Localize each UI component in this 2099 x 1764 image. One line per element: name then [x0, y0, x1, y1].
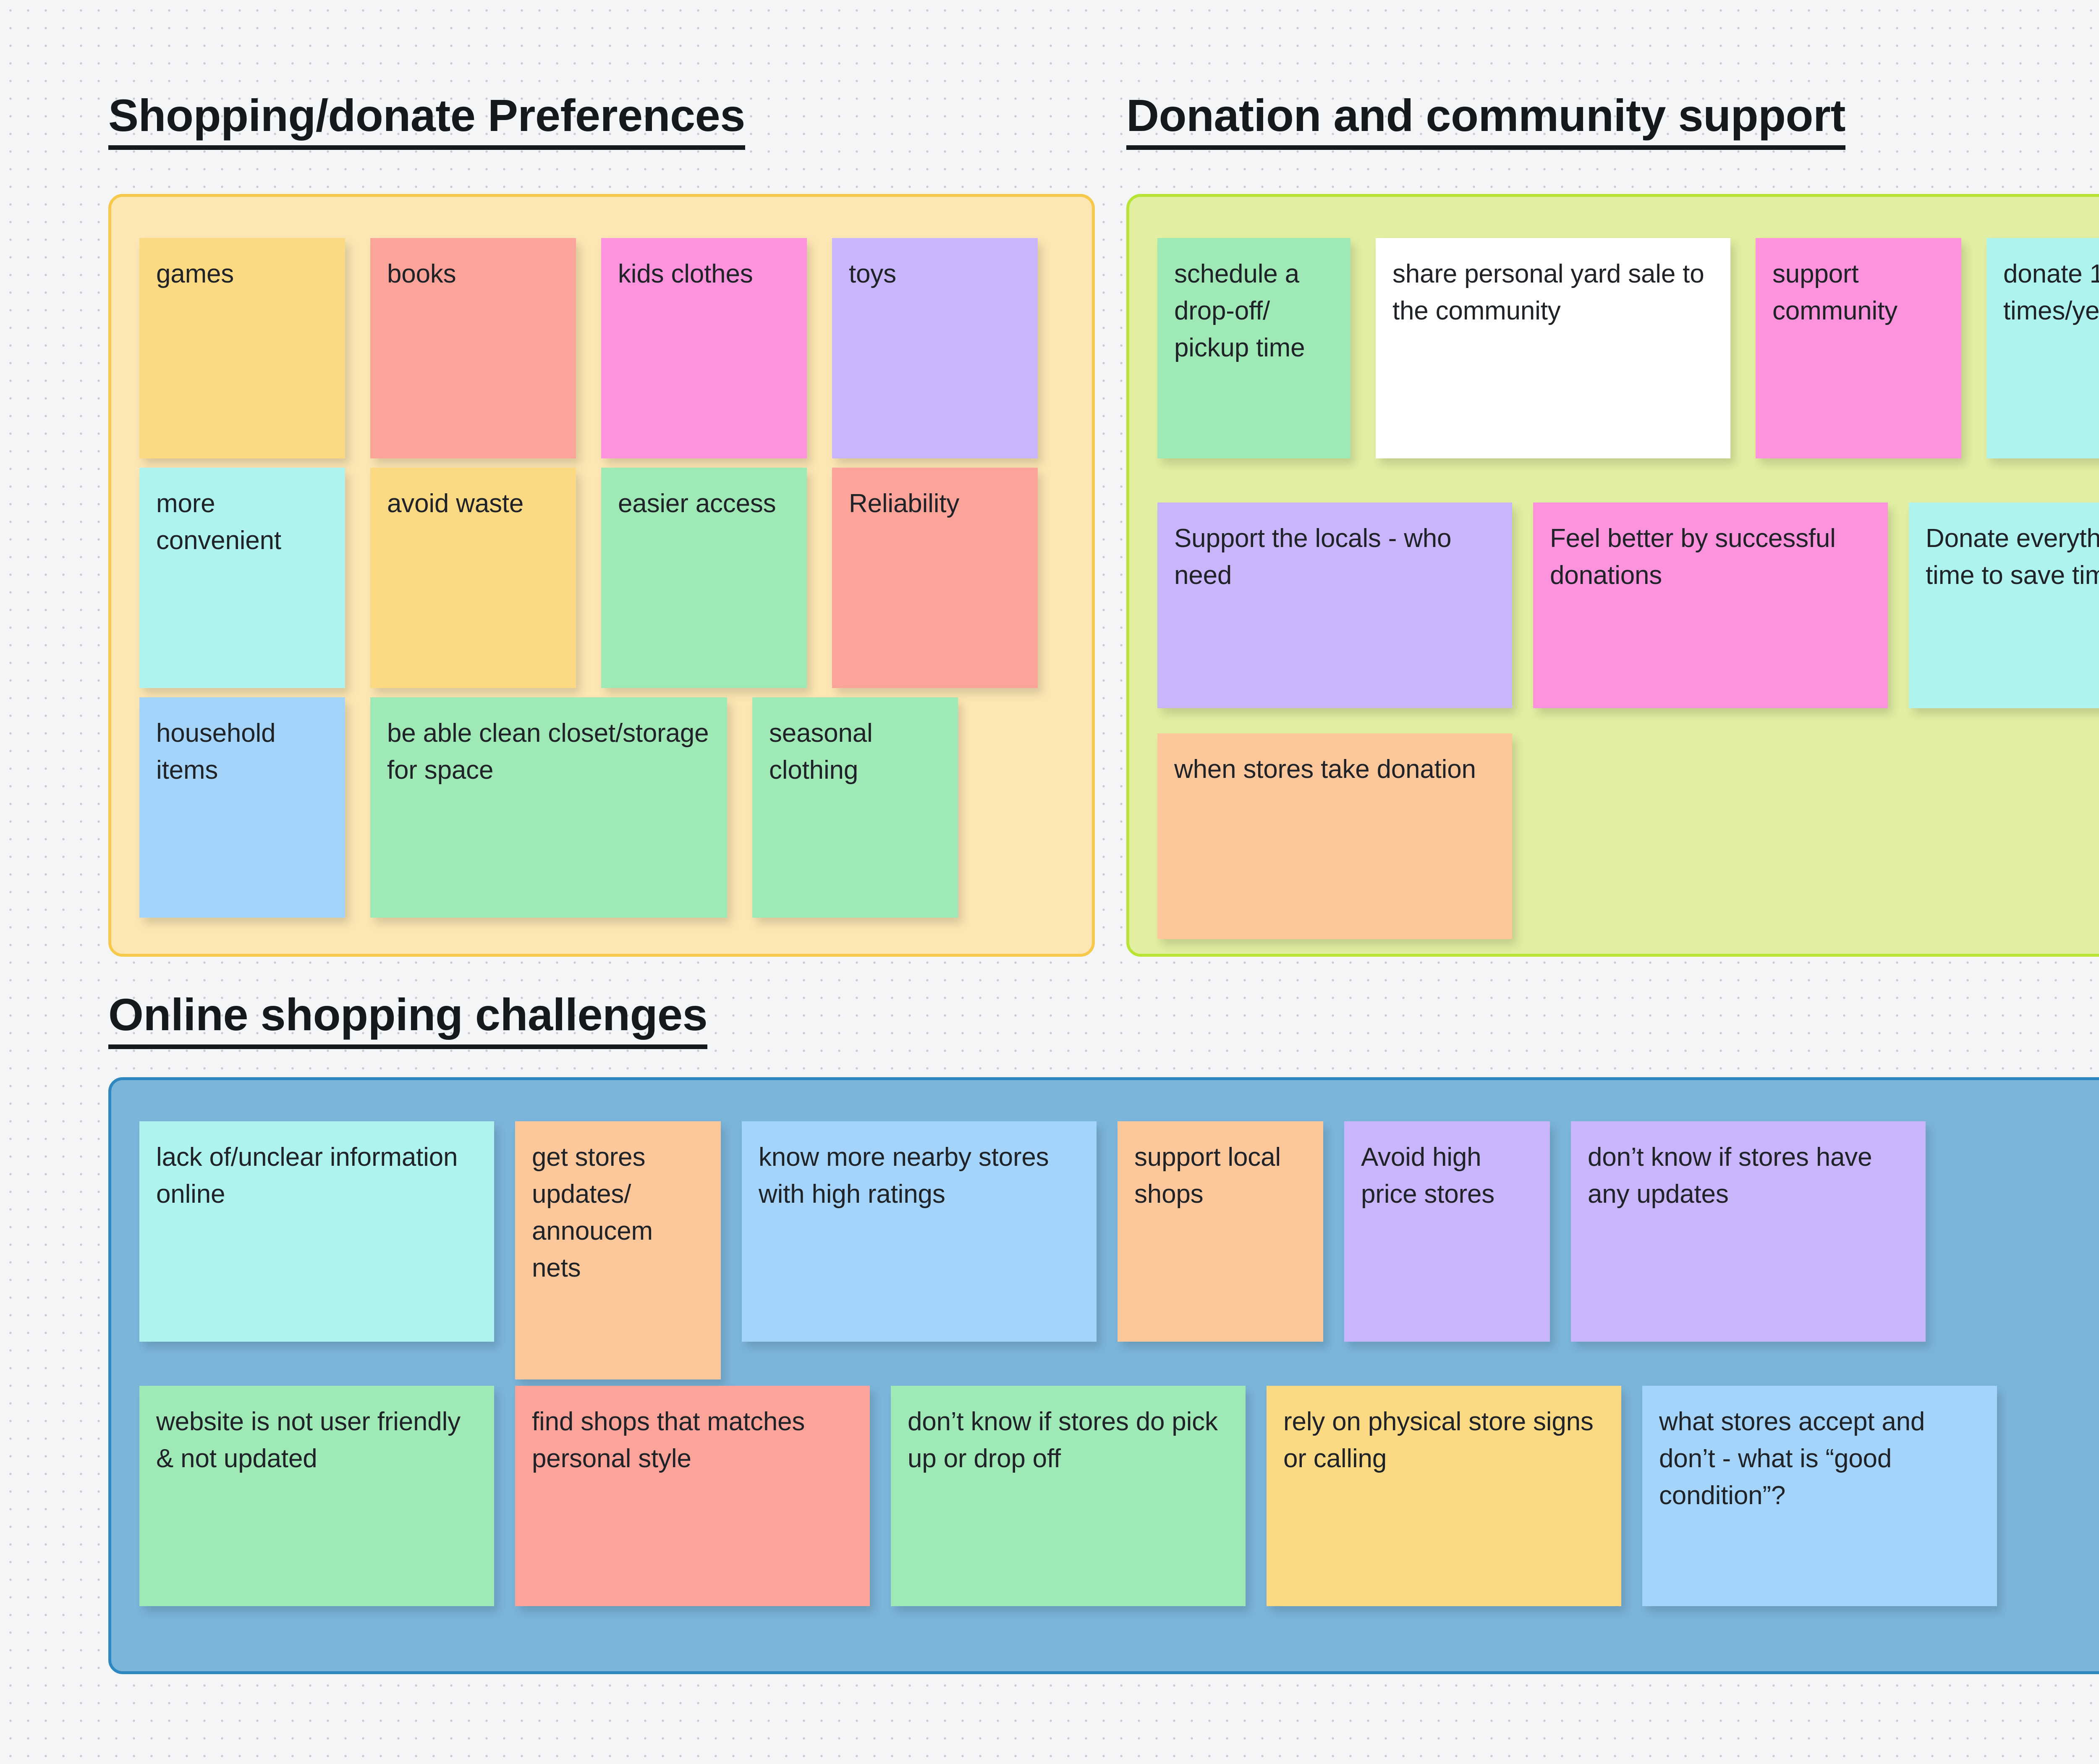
- sticky-note[interactable]: don’t know if stores do pick up or drop …: [891, 1386, 1246, 1606]
- sticky-note[interactable]: more convenient: [139, 468, 345, 688]
- sticky-note[interactable]: rely on physical store signs or calling: [1267, 1386, 1621, 1606]
- sticky-note[interactable]: be able clean closet/storage for space: [370, 697, 727, 918]
- sticky-note[interactable]: support community: [1756, 238, 1961, 458]
- panel-online-shopping-challenges: lack of/unclear information online get s…: [108, 1077, 2099, 1674]
- sticky-note[interactable]: lack of/unclear information online: [139, 1121, 494, 1342]
- sticky-note[interactable]: Reliability: [832, 468, 1038, 688]
- sticky-note[interactable]: kids clothes: [601, 238, 807, 458]
- sticky-note[interactable]: website is not user friendly & not updat…: [139, 1386, 494, 1606]
- sticky-note[interactable]: share personal yard sale to the communit…: [1376, 238, 1730, 458]
- sticky-note[interactable]: support local shops: [1118, 1121, 1323, 1342]
- sticky-note[interactable]: what stores accept and don’t - what is “…: [1642, 1386, 1997, 1606]
- sticky-note[interactable]: find shops that matches personal style: [515, 1386, 870, 1606]
- sticky-note[interactable]: seasonal clothing: [752, 697, 958, 918]
- section-title-online-shopping-challenges: Online shopping challenges: [108, 990, 708, 1050]
- sticky-note[interactable]: Donate everything in one time to save ti…: [1909, 503, 2099, 708]
- sticky-note[interactable]: books: [370, 238, 576, 458]
- sticky-note[interactable]: know more nearby stores with high rating…: [742, 1121, 1097, 1342]
- sticky-note[interactable]: schedule a drop-off/ pickup time: [1157, 238, 1350, 458]
- sticky-note[interactable]: household items: [139, 697, 345, 918]
- sticky-note[interactable]: don’t know if stores have any updates: [1571, 1121, 1926, 1342]
- panel-donation-and-community-support: schedule a drop-off/ pickup time share p…: [1126, 194, 2099, 957]
- sticky-note[interactable]: games: [139, 238, 345, 458]
- sticky-note[interactable]: Avoid high price stores: [1344, 1121, 1550, 1342]
- sticky-note[interactable]: get stores updates/ annoucem nets: [515, 1121, 721, 1379]
- sticky-note[interactable]: easier access: [601, 468, 807, 688]
- panel-shopping-donate-preferences: games books kids clothes toys more conve…: [108, 194, 1095, 957]
- sticky-note[interactable]: avoid waste: [370, 468, 576, 688]
- sticky-note[interactable]: toys: [832, 238, 1038, 458]
- sticky-note[interactable]: when stores take donation: [1157, 733, 1512, 939]
- section-title-donation-and-community-support: Donation and community support: [1126, 91, 1845, 150]
- sticky-note[interactable]: donate 1-5 times/year: [1986, 238, 2099, 458]
- section-title-shopping-donate-preferences: Shopping/donate Preferences: [108, 91, 745, 150]
- sticky-note[interactable]: Feel better by successful donations: [1533, 503, 1888, 708]
- sticky-note[interactable]: Support the locals - who need: [1157, 503, 1512, 708]
